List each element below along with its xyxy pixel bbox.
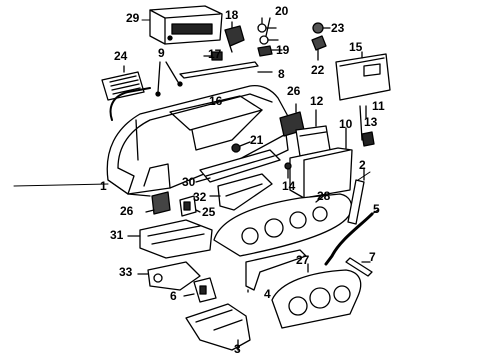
callout-1: 1 (100, 179, 107, 193)
callout-13: 13 (364, 115, 378, 129)
hose-part (324, 209, 379, 266)
clip-part (203, 51, 223, 61)
callout-28: 28 (317, 189, 331, 203)
callout-5: 5 (373, 202, 380, 216)
lower-bracket-part (137, 261, 201, 291)
callout-10: 10 (339, 117, 353, 131)
nut-part (231, 141, 251, 153)
callout-15: 15 (349, 40, 363, 54)
duct-part (345, 257, 373, 277)
callout-3: 3 (234, 342, 241, 356)
support-bracket-part (347, 167, 365, 225)
callout-17: 17 (208, 47, 222, 61)
callout-14: 14 (282, 179, 296, 193)
left-vent-part (101, 65, 145, 101)
callout-32: 32 (193, 190, 207, 204)
glovebox-bin-part (289, 127, 353, 199)
latch-part (361, 131, 375, 147)
callout-24: 24 (114, 49, 128, 63)
callout-29: 29 (126, 11, 140, 25)
callout-9: 9 (158, 46, 165, 60)
glovebox-door-part (335, 51, 391, 101)
callout-19: 19 (276, 43, 290, 57)
defroster-strip-part (179, 61, 273, 79)
knee-bolster-part (127, 219, 213, 259)
callout-21: 21 (250, 133, 264, 147)
callout-33: 33 (119, 265, 133, 279)
callout-8: 8 (278, 67, 285, 81)
radio-unit-part (149, 5, 223, 45)
trim-clip-part (179, 195, 201, 217)
callout-2: 2 (359, 158, 366, 172)
callout-7: 7 (369, 250, 376, 264)
retainer-clips (155, 61, 183, 97)
callout-4: 4 (264, 287, 271, 301)
cluster-housing-part (213, 193, 353, 257)
control-knob-part (311, 35, 327, 61)
bulb-parts (257, 17, 279, 45)
callout-25: 25 (202, 205, 216, 219)
callout-20: 20 (275, 4, 289, 18)
lower-trim-part (195, 149, 281, 183)
switch-panel-part (183, 277, 217, 303)
brace-part (245, 249, 307, 293)
knob-part (312, 22, 331, 34)
column-cover-part (185, 303, 251, 351)
callout-27: 27 (296, 253, 310, 267)
callout-23: 23 (331, 21, 345, 35)
screw-part (284, 162, 292, 179)
socket-part (257, 45, 283, 57)
callout-16: 16 (209, 94, 223, 108)
callout-31: 31 (110, 228, 124, 242)
callout-18: 18 (225, 8, 239, 22)
leader-lines (13, 19, 371, 187)
callout-11: 11 (372, 99, 385, 113)
instrument-cluster-part (271, 263, 362, 329)
callout-26-bottom: 26 (120, 204, 134, 218)
callout-30: 30 (182, 175, 196, 189)
small-vent-part (145, 191, 171, 215)
side-panel-part (209, 173, 273, 211)
callout-6: 6 (170, 289, 177, 303)
callout-26-top: 26 (287, 84, 301, 98)
switch-part (224, 25, 245, 53)
callout-12: 12 (310, 94, 324, 108)
callout-22: 22 (311, 63, 325, 77)
